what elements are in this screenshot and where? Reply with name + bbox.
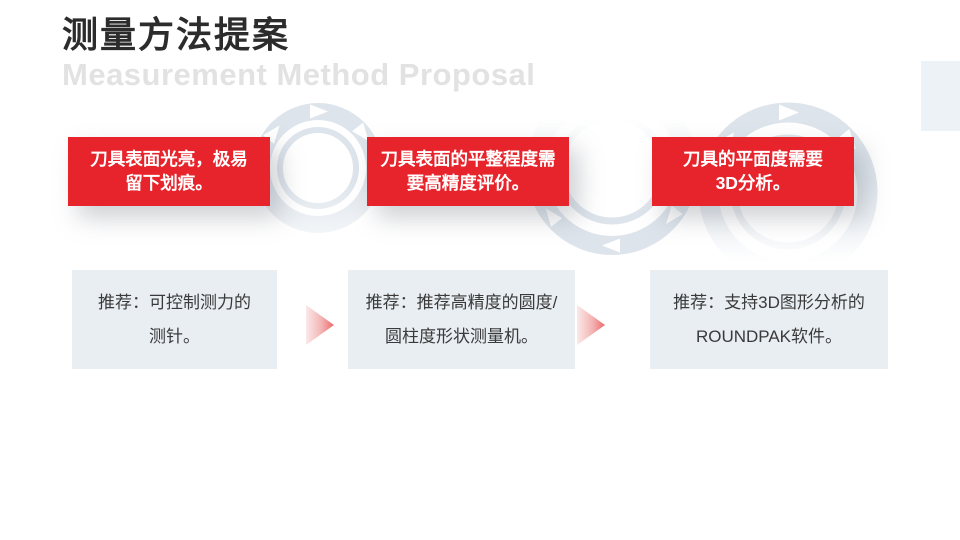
right-edge-accent-rect — [921, 61, 960, 131]
cycle-ring-icon — [253, 103, 383, 233]
ring-arrowhead-icons — [545, 205, 683, 253]
recommendation-box-3: 推荐：支持3D图形分析的 ROUNDPAK软件。 — [650, 270, 888, 369]
page-subtitle: Measurement Method Proposal — [62, 57, 536, 92]
ring-arrowhead-icons — [263, 104, 369, 144]
recommendation-box-1: 推荐：可控制测力的 测针。 — [72, 270, 277, 369]
page-title: 测量方法提案 — [62, 14, 291, 55]
problem-box-3: 刀具的平面度需要 3D分析。 — [652, 137, 854, 206]
problem-box-2: 刀具表面的平整程度需 要高精度评价。 — [367, 137, 569, 206]
problem-box-1: 刀具表面光亮，极易 留下划痕。 — [68, 137, 270, 206]
recommendation-box-2: 推荐：推荐高精度的圆度/ 圆柱度形状测量机。 — [348, 270, 575, 369]
